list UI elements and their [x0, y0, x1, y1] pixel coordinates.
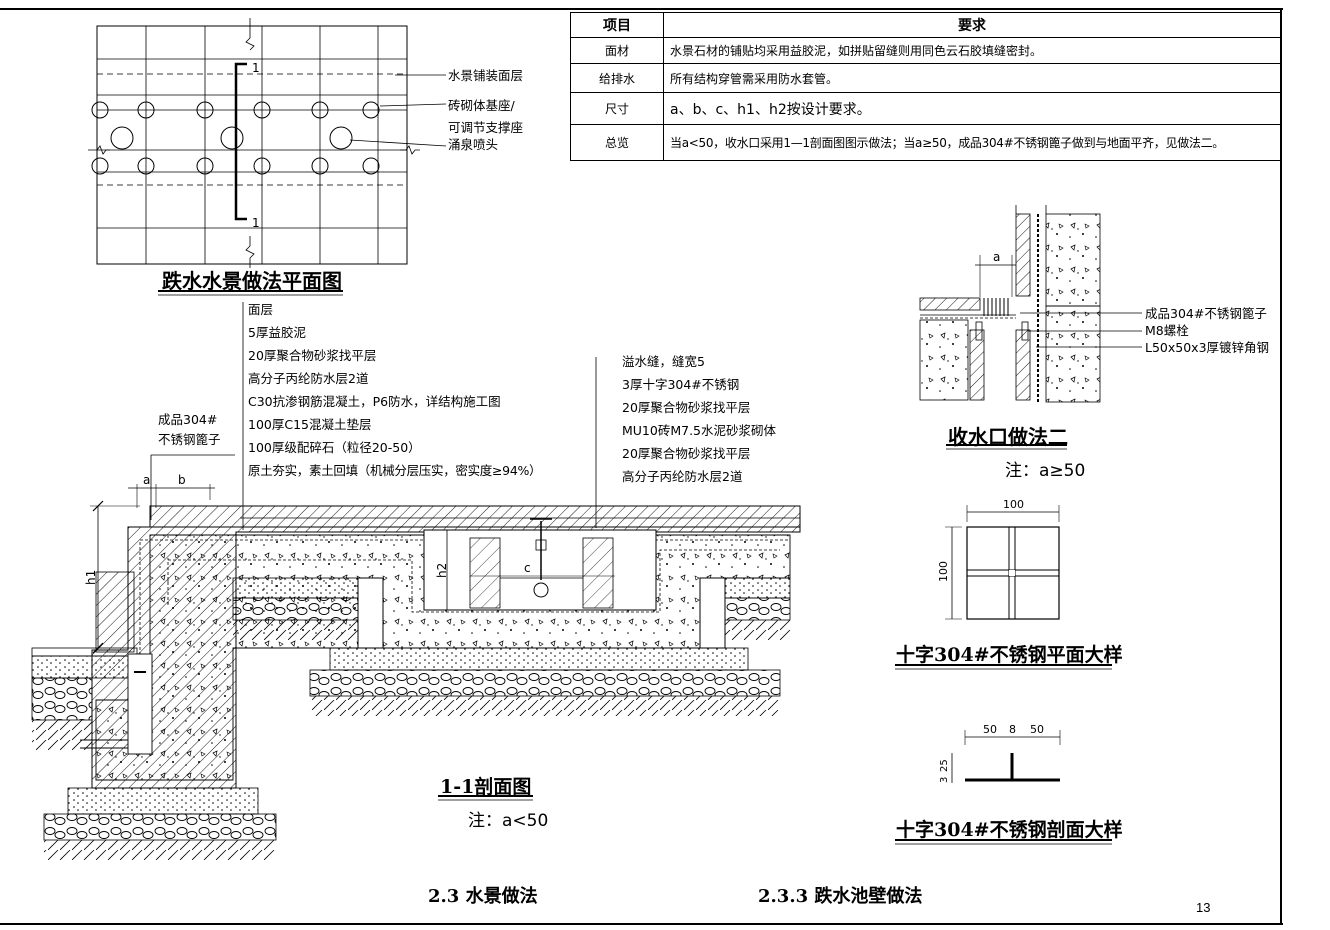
cross-sec-dim-1: 50 — [983, 723, 997, 736]
plan-label-support: 可调节支撑座 — [448, 120, 524, 135]
section-view — [31, 302, 801, 860]
table-cell-key: 尺寸 — [570, 92, 664, 125]
drain-note: 注：a≥50 — [1005, 461, 1086, 481]
dim-a: a — [143, 473, 150, 487]
table-header-item: 项目 — [570, 12, 664, 38]
table-cell-value: a、b、c、h1、h2按设计要求。 — [663, 92, 1281, 125]
drain-title: 收水口做法二 — [948, 425, 1068, 449]
dim-c: c — [524, 561, 531, 575]
layer-label: 溢水缝，缝宽5 — [622, 354, 705, 369]
section-layers-left: 面层 5厚益胶泥 20厚聚合物砂浆找平层 高分子丙纶防水层2道 C30抗渗钢筋混… — [248, 302, 542, 479]
plan-mark-top: 1 — [252, 61, 260, 75]
table-cell-value: 水景石材的铺贴均采用益胶泥，如拼贴留缝则用同色云石胶填缝密封。 — [663, 37, 1281, 64]
layer-label: 高分子丙纶防水层2道 — [248, 371, 369, 386]
plan-label-fountain: 涌泉喷头 — [448, 137, 499, 152]
layer-label: 3厚十字304#不锈钢 — [622, 377, 740, 392]
table-cell-value: 当a<50，收水口采用1—1剖面图图示做法；当a≥50，成品304#不锈钢篦子做… — [663, 124, 1281, 161]
plan-label-paving: 水景铺装面层 — [448, 68, 524, 83]
layer-label: 原土夯实，素土回填（机械分层压实，密实度≥94%） — [248, 463, 542, 478]
dim-b: b — [178, 473, 186, 487]
table-cell-key: 面材 — [570, 37, 664, 64]
layer-label: 20厚聚合物砂浆找平层 — [622, 446, 751, 461]
cross-sec-dim-3: 50 — [1030, 723, 1044, 736]
cross-plan-dim-h: 100 — [937, 561, 950, 582]
layer-label: 5厚益胶泥 — [248, 325, 306, 340]
table-header-row: 项目 要求 — [570, 12, 1281, 38]
layer-label: 面层 — [248, 302, 274, 317]
plan-mark-bottom: 1 — [252, 216, 260, 230]
dim-h1: h1 — [84, 570, 98, 585]
drain-label-bolt: M8螺栓 — [1145, 323, 1189, 338]
section-note: 注：a<50 — [468, 811, 549, 831]
drain-label-angle: L50x50x3厚镀锌角钢 — [1145, 340, 1270, 355]
table-row: 总览 当a<50，收水口采用1—1剖面图图示做法；当a≥50，成品304#不锈钢… — [570, 124, 1281, 161]
layer-label: 100厚级配碎石（粒径20-50） — [248, 440, 421, 455]
layer-label: C30抗渗钢筋混凝土，P6防水，详结构施工图 — [248, 394, 501, 409]
table-cell-key: 总览 — [570, 124, 664, 161]
cross-sec-dim-v1: 25 — [939, 759, 950, 772]
cross-section-detail — [895, 730, 1112, 845]
cross-section-title: 十字304#不锈钢剖面大样 — [896, 819, 1123, 841]
table-row: 面材 水景石材的铺贴均采用益胶泥，如拼贴留缝则用同色云石胶填缝密封。 — [570, 37, 1281, 64]
section-layers-right: 溢水缝，缝宽5 3厚十字304#不锈钢 20厚聚合物砂浆找平层 MU10砖M7.… — [622, 354, 776, 485]
cross-plan-detail — [895, 505, 1112, 670]
grate-label-1: 成品304# — [158, 412, 218, 427]
cross-plan-dim-w: 100 — [1003, 498, 1024, 511]
drain-detail — [919, 205, 1142, 450]
layer-label: 100厚C15混凝土垫层 — [248, 417, 372, 432]
plan-title: 跌水水景做法平面图 — [162, 269, 342, 293]
dim-h2: h2 — [435, 563, 449, 578]
layer-label: 高分子丙纶防水层2道 — [622, 469, 743, 484]
requirements-table: 项目 要求 面材 水景石材的铺贴均采用益胶泥，如拼贴留缝则用同色云石胶填缝密封。… — [570, 12, 1281, 161]
table-cell-value: 所有结构穿管需采用防水套管。 — [663, 63, 1281, 93]
footer-left-title: 2.3 水景做法 — [428, 886, 538, 907]
page-number: 13 — [1196, 900, 1211, 915]
table-row: 给排水 所有结构穿管需采用防水套管。 — [570, 63, 1281, 93]
drain-dim-a: a — [993, 250, 1000, 264]
section-title: 1-1剖面图 — [440, 776, 532, 798]
grate-label-2: 不锈钢篦子 — [158, 432, 221, 447]
footer-right-title: 2.3.3 跌水池壁做法 — [758, 886, 923, 907]
cross-sec-dim-2: 8 — [1009, 723, 1016, 736]
layer-label: 20厚聚合物砂浆找平层 — [622, 400, 751, 415]
plan-view — [88, 18, 447, 296]
cross-sec-dim-v2: 3 — [939, 777, 950, 783]
table-header-requirement: 要求 — [663, 12, 1281, 38]
layer-label: 20厚聚合物砂浆找平层 — [248, 348, 377, 363]
table-row: 尺寸 a、b、c、h1、h2按设计要求。 — [570, 92, 1281, 125]
plan-label-brick-base: 砖砌体基座/ — [448, 98, 515, 113]
table-cell-key: 给排水 — [570, 63, 664, 93]
drain-label-grate: 成品304#不锈钢篦子 — [1145, 306, 1267, 321]
layer-label: MU10砖M7.5水泥砂浆砌体 — [622, 423, 777, 438]
cross-plan-title: 十字304#不锈钢平面大样 — [896, 644, 1123, 666]
